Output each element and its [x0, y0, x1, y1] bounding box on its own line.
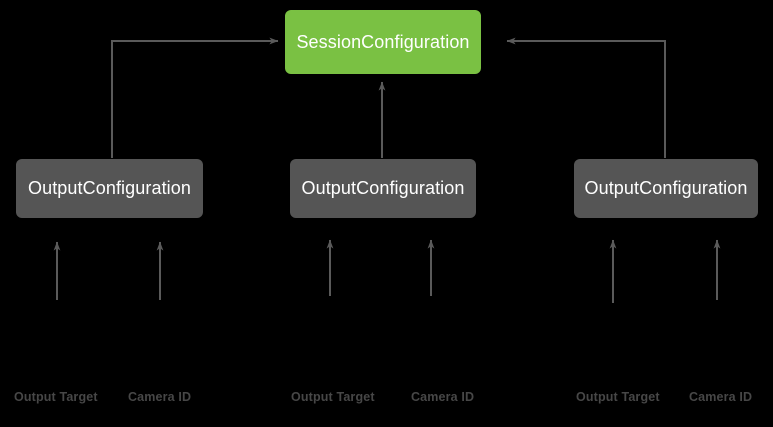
leaf-label-output-target-1: Output Target — [14, 390, 98, 404]
leaf-label-camera-id-2: Camera ID — [411, 390, 475, 404]
connector-left-to-session — [111, 37, 279, 158]
node-output-configuration-1[interactable]: OutputConfiguration — [16, 159, 203, 218]
node-output-configuration-3[interactable]: OutputConfiguration — [574, 159, 758, 218]
leaf-label-camera-id-3: Camera ID — [689, 390, 753, 404]
leaf-label-output-target-3: Output Target — [576, 390, 660, 404]
leaf-label-camera-id-1: Camera ID — [128, 390, 192, 404]
node-output-configuration-2[interactable]: OutputConfiguration — [290, 159, 476, 218]
node-session-configuration[interactable]: SessionConfiguration — [285, 10, 481, 74]
leaf-label-output-target-2: Output Target — [291, 390, 375, 404]
connector-right-to-session — [506, 37, 666, 158]
